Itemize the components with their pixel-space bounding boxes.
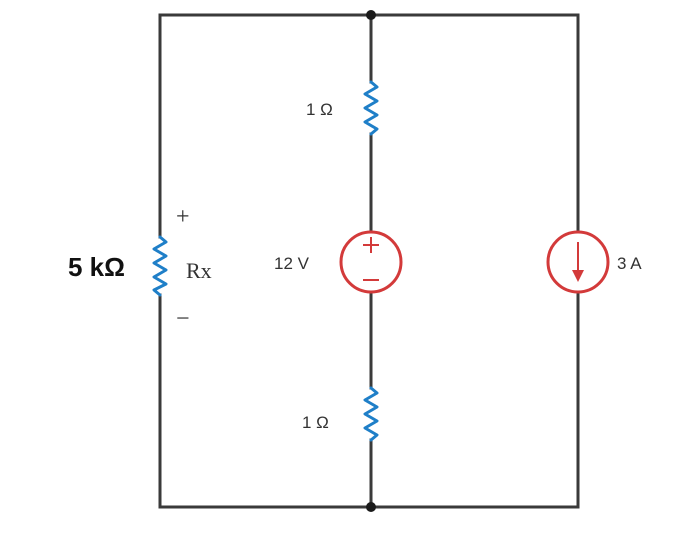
rx-minus-sign: − — [176, 306, 190, 332]
rx-plus-sign: + — [176, 204, 190, 230]
wires — [158, 13, 580, 509]
voltage-source-ring — [339, 230, 403, 294]
current-source — [546, 230, 610, 294]
voltage-source — [339, 230, 403, 294]
resistor-top — [363, 80, 379, 136]
resistor-bottom-zigzag — [363, 386, 379, 442]
rx-value-label: 5 kΩ — [68, 252, 125, 282]
resistor-top-zigzag — [363, 80, 379, 136]
rx-name-label: Rx — [186, 258, 212, 283]
current-source-arrow-head — [572, 270, 584, 282]
resistor-bottom-label: 1 Ω — [302, 413, 329, 432]
resistor-rx-zigzag — [152, 235, 168, 297]
bottom-node — [366, 502, 376, 512]
resistor-top-label: 1 Ω — [306, 100, 333, 119]
top-node — [366, 10, 376, 20]
current-source-label: 3 A — [617, 254, 642, 273]
voltage-source-label: 12 V — [274, 254, 310, 273]
resistor-bottom — [363, 386, 379, 442]
resistor-rx — [152, 235, 168, 297]
